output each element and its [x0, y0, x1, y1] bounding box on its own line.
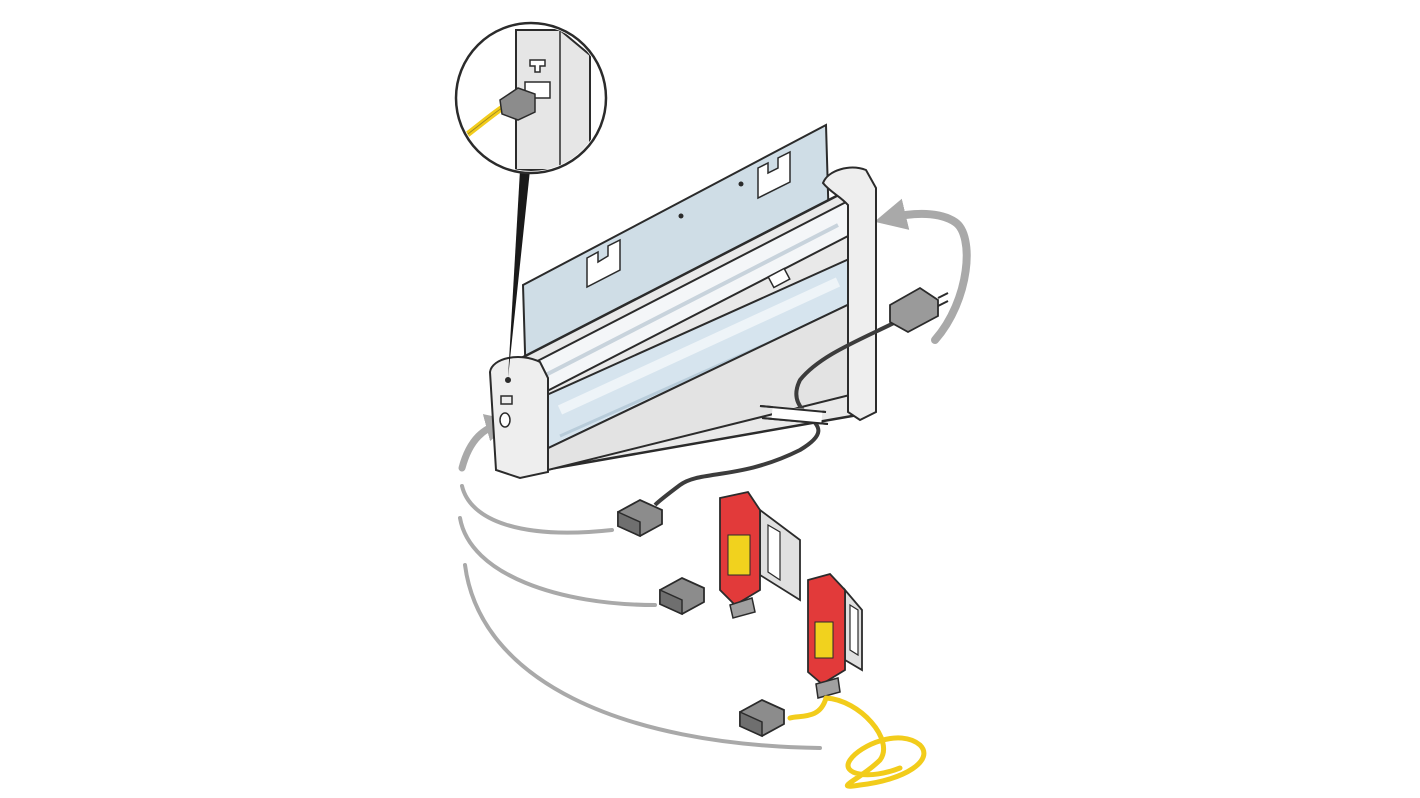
junction-box-1-label [727, 534, 751, 576]
light-fixture [488, 166, 877, 480]
mains-plug [889, 286, 949, 334]
yellow-cable [787, 695, 927, 789]
arrow-to-plug-1 [460, 484, 614, 535]
connection-arrows [458, 198, 971, 750]
arrow-to-plug-2 [458, 516, 657, 607]
connector-plug-3 [739, 698, 785, 738]
end-cap-left [488, 356, 549, 480]
junction-box-2-label [814, 621, 834, 659]
detail-inset [454, 21, 608, 175]
junction-box-1 [719, 490, 801, 619]
arrow-to-fixture-top [874, 198, 971, 344]
inset-connector [499, 87, 536, 121]
switch [767, 267, 791, 289]
end-cap-right [821, 166, 877, 422]
connector-plug-1 [617, 498, 663, 538]
power-cable [653, 286, 949, 507]
inset-pointer [508, 170, 530, 378]
connector-plug-2 [659, 576, 705, 616]
junction-box-2 [807, 572, 863, 699]
arrow-to-plug-3 [463, 563, 822, 750]
